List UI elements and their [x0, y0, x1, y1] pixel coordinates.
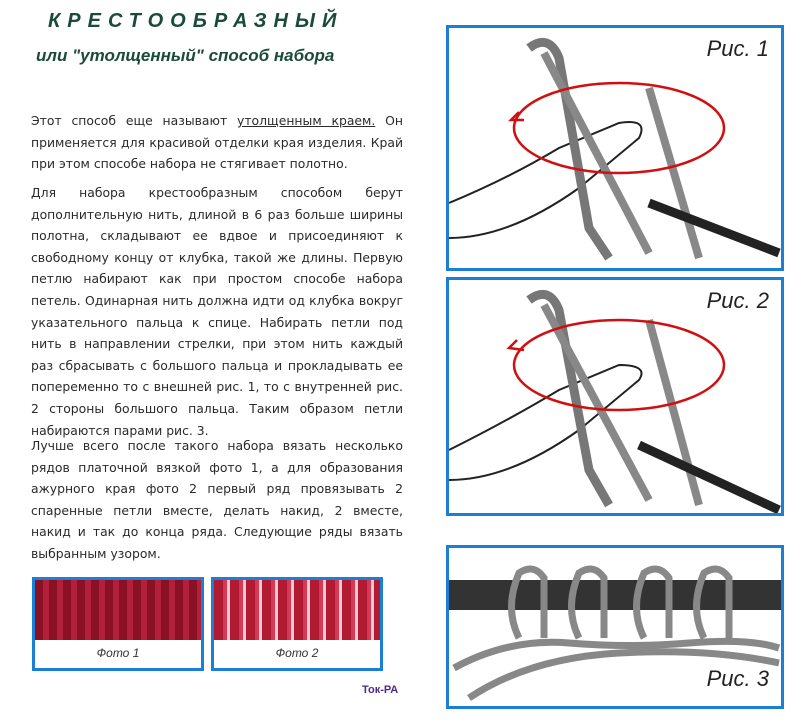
figure-1-label: Рис. 1	[706, 36, 769, 61]
underlined-term: утолщенным краем.	[236, 113, 376, 128]
photo-2-image	[214, 580, 380, 640]
photo-2: Фото 2	[211, 577, 383, 671]
intro-paragraph: Этот способ еще называют утолщенным крае…	[31, 110, 403, 175]
figure-3: Рис. 3	[446, 545, 784, 709]
subtitle: или "утолщенный" способ набора	[36, 46, 335, 65]
credit: Ток-РА	[362, 684, 399, 696]
figure-1: Рис. 1	[446, 25, 784, 271]
photo-1-image	[35, 580, 201, 640]
figure-1-illustration	[449, 37, 781, 261]
photo-1-caption: Фото 1	[96, 646, 140, 660]
figure-3-illustration	[449, 565, 781, 701]
figure-3-label: Рис. 3	[706, 666, 769, 691]
title: КРЕСТООБРАЗНЫЙ	[48, 10, 344, 32]
figure-2-label: Рис. 2	[706, 288, 769, 313]
tips-paragraph: Лучше всего после такого набора вязать н…	[31, 438, 403, 561]
figure-2-illustration	[449, 289, 781, 513]
p1-text-end: Он применяется для красивой отделки края…	[31, 113, 403, 172]
photo-2-caption: Фото 2	[275, 646, 319, 660]
instructions-paragraph: Для набора крестообразным способом берут…	[31, 185, 403, 438]
p1-text: Этот способ еще называют	[31, 113, 237, 128]
photo-1: Фото 1	[32, 577, 204, 671]
figure-2: Рис. 2	[446, 277, 784, 516]
